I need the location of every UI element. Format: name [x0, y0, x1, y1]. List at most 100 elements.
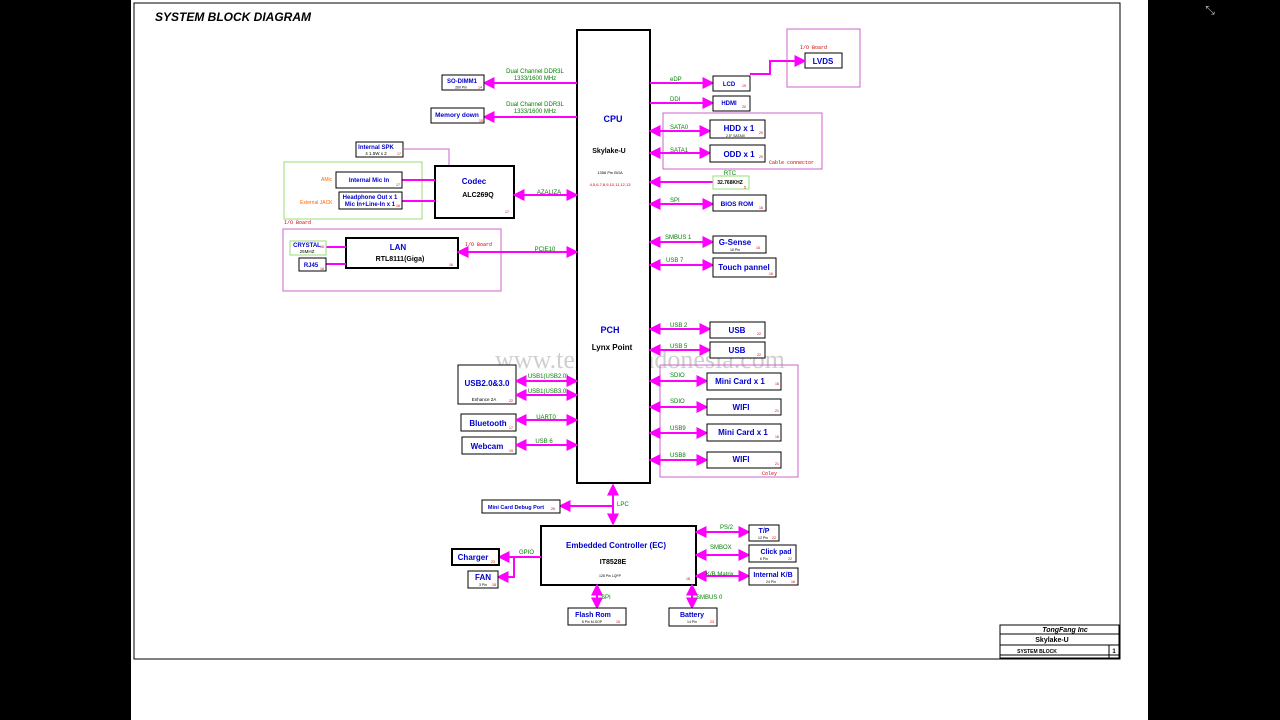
- mini-card-1-ref: 16: [775, 382, 779, 386]
- webcam-label: Webcam: [471, 442, 504, 451]
- debug-port-block[interactable]: Mini Card Debug Port 26: [481, 499, 561, 514]
- usb-port-1-ref: 22: [757, 332, 761, 336]
- wifi-1-label: WIFI: [733, 403, 750, 412]
- hdd-block[interactable]: HDD x 1 2.5" SATAIII 20: [709, 119, 766, 139]
- spk-sub: 4 1.5W x 2: [365, 151, 387, 156]
- rtc-label: RTC: [724, 171, 737, 177]
- hdmi-ref: 20: [742, 105, 746, 109]
- lvds-group-label: I/O Board: [800, 45, 827, 51]
- sdio-label-1: SDIO: [670, 373, 685, 379]
- g-sense-block[interactable]: G-Sense 16 Pin 16: [712, 235, 767, 254]
- bluetooth-ref: 17: [509, 426, 513, 430]
- usb7-label: USB 7: [666, 258, 684, 264]
- usb-port-2-ref: 22: [757, 353, 761, 357]
- spk-label: Internal SPK: [358, 145, 394, 151]
- pch-name: Lynx Point: [592, 343, 633, 352]
- fan-bus: [496, 556, 541, 583]
- click-pad-ref: 22: [788, 557, 792, 561]
- usb1-usb2-label: USB1(USB2.0): [528, 374, 568, 380]
- wifi-2-block[interactable]: WIFI 21: [706, 451, 782, 469]
- sheet-page: 1: [1112, 649, 1116, 655]
- codec-name: ALC269Q: [462, 192, 494, 199]
- wifi-2-ref: 21: [775, 462, 779, 466]
- bluetooth-block[interactable]: Bluetooth 17: [460, 413, 517, 432]
- sodimm-block[interactable]: SO-DIMM1 260 Pin 14: [441, 74, 485, 91]
- usb-port-1-block[interactable]: USB 22: [709, 321, 766, 339]
- flash-rom-block[interactable]: Flash Rom 8 Pin M-SOP 15: [567, 607, 627, 626]
- codec-block[interactable]: Codec ALC269Q 17: [434, 165, 515, 219]
- pcie10-label: PCIE10: [535, 247, 556, 253]
- internal-mic-block[interactable]: Internal Mic In 17: [335, 171, 403, 189]
- charger-label: Charger: [458, 553, 489, 562]
- rtc-crystal-block[interactable]: 32.768KHZ 5: [712, 175, 750, 190]
- lan-title: LAN: [390, 243, 407, 252]
- internal-kb-block[interactable]: Internal K/B 24 Pin 16: [748, 567, 799, 586]
- usb-combo-ref: 22: [509, 399, 513, 403]
- sheet-border: [133, 2, 1121, 660]
- lcd-block[interactable]: LCD 19: [712, 75, 751, 92]
- hdmi-block[interactable]: HDMI 20: [712, 95, 751, 112]
- rj45-block[interactable]: RJ45 16: [298, 257, 327, 272]
- coley-group: [659, 364, 799, 478]
- mini-card-2-block[interactable]: Mini Card x 1 16: [706, 423, 782, 442]
- internal-kb-label: Internal K/B: [753, 572, 792, 579]
- touch-panel-block[interactable]: Touch pannel 16: [712, 257, 777, 278]
- bios-rom-block[interactable]: BIOS ROM 16: [712, 194, 767, 212]
- lan-group: [282, 228, 502, 292]
- flash-rom-sub: 8 Pin M-SOP: [582, 620, 603, 624]
- codec-ref: 17: [505, 210, 509, 214]
- sdio-label-2: SDIO: [670, 399, 685, 405]
- crystal-block[interactable]: CRYSTAL 25MHZ 16: [289, 240, 327, 256]
- cable-connector-label: Cable connector: [769, 160, 814, 166]
- hp-line1: Headphone Out x 1: [343, 195, 398, 201]
- click-pad-block[interactable]: Click pad 6 Pin 22: [748, 544, 797, 563]
- mic-label: Internal Mic In: [349, 178, 390, 184]
- debug-port-label: Mini Card Debug Port: [488, 505, 544, 511]
- lan-ref: 16: [449, 263, 453, 267]
- expand-icon[interactable]: ⤡: [1205, 3, 1215, 17]
- ddr-label-1a: Dual Channel DDR3L: [506, 69, 564, 75]
- ec-spi-label: SPI: [601, 595, 611, 601]
- mini-card-1-block[interactable]: Mini Card x 1 16: [706, 372, 782, 391]
- battery-label: Battery: [680, 612, 704, 619]
- fan-block[interactable]: FAN 3 Pin 18: [467, 570, 499, 589]
- headphone-block[interactable]: Headphone Out x 1 Mic In+Line-In x 1 16: [338, 191, 403, 210]
- ps2-label: PS/2: [720, 525, 734, 531]
- lan-block[interactable]: LAN RTL8111(Giga) 16: [345, 237, 459, 269]
- io-board-group-lvds: [786, 28, 861, 88]
- rj45-ref: 16: [320, 267, 324, 271]
- charger-block[interactable]: Charger 23: [451, 548, 500, 566]
- title-block: TongFang Inc Skylake-U SYSTEM BLOCK 1: [999, 624, 1120, 659]
- ec-block[interactable]: Embedded Controller (EC) IT8528E 128 Pin…: [540, 525, 697, 586]
- battery-sub: 14 Pin: [687, 620, 697, 624]
- touchpad-block[interactable]: T/P 12 Pin 22: [748, 524, 780, 542]
- internal-kb-ref: 16: [791, 580, 795, 584]
- odd-block[interactable]: ODD x 1 20: [709, 144, 766, 163]
- fan-label: FAN: [475, 573, 491, 582]
- sheet-name: SYSTEM BLOCK: [1017, 649, 1057, 655]
- cpu-pch-block: [576, 29, 651, 484]
- usb9-label: USB9: [670, 426, 686, 432]
- memory-down-block[interactable]: Memory down 15: [430, 107, 485, 124]
- lcd-ref: 19: [742, 84, 746, 88]
- usb-port-2-label: USB: [729, 346, 746, 355]
- g-sense-sub: 16 Pin: [730, 248, 740, 252]
- ddi-label: DDI: [670, 97, 681, 103]
- wifi-1-block[interactable]: WIFI 21: [706, 398, 782, 416]
- usb-port-1-label: USB: [729, 326, 746, 335]
- spk-link: [403, 148, 450, 166]
- webcam-block[interactable]: Webcam 19: [461, 436, 517, 455]
- wifi-1-ref: 21: [775, 409, 779, 413]
- battery-block[interactable]: Battery 14 Pin 23: [668, 607, 718, 627]
- lcd-label: LCD: [723, 82, 736, 88]
- usb1-usb3-label: USB1(USB3.0): [528, 389, 568, 395]
- rj45-label: RJ45: [304, 263, 319, 269]
- edp-label: eDP: [670, 77, 682, 83]
- smbox-label: SMBOX: [710, 545, 732, 551]
- gpio-label: GPIO: [519, 550, 534, 556]
- internal-spk-block[interactable]: Internal SPK 4 1.5W x 2 17: [355, 141, 404, 158]
- usb-combo-block[interactable]: USB2.0&3.0 Enhance 2A 22: [457, 364, 517, 405]
- usb-port-2-block[interactable]: USB 22: [709, 341, 766, 359]
- click-pad-sub: 6 Pin: [760, 557, 768, 561]
- lvds-block[interactable]: LVDS: [804, 52, 843, 69]
